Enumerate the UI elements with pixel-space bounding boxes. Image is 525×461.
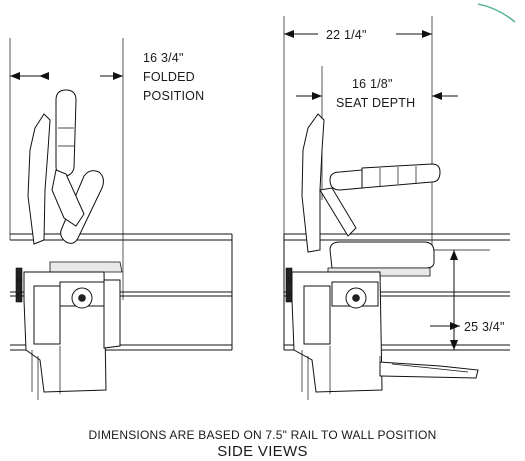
right-seat-cushion bbox=[329, 241, 435, 269]
dim-seat-depth-label: SEAT DEPTH bbox=[336, 96, 415, 110]
dim-folded-label-1: FOLDED bbox=[143, 70, 195, 84]
left-seat-base bbox=[49, 261, 123, 273]
left-armrest-upper bbox=[55, 89, 77, 177]
dim-overall-width: 22 1/4" bbox=[284, 28, 432, 42]
dim-seat-height: 25 3/4" bbox=[430, 250, 505, 350]
dim-seat-depth: 16 1/8" SEAT DEPTH bbox=[296, 77, 458, 110]
left-seat-folded bbox=[60, 170, 104, 244]
right-armrest bbox=[329, 169, 363, 191]
corner-accent-arc bbox=[477, 3, 516, 23]
dim-seat-depth-value: 16 1/8" bbox=[352, 77, 393, 91]
right-backrest bbox=[301, 113, 325, 253]
dim-overall-value: 22 1/4" bbox=[326, 28, 367, 42]
left-view-folded bbox=[9, 38, 233, 400]
dim-seat-height-value: 25 3/4" bbox=[464, 320, 505, 334]
left-backrest bbox=[27, 113, 51, 245]
dim-folded-value: 16 3/4" bbox=[143, 51, 184, 65]
left-footrest-folded bbox=[103, 279, 121, 349]
dimension-note: DIMENSIONS ARE BASED ON 7.5" RAIL TO WAL… bbox=[88, 428, 437, 442]
dim-folded-width: 16 3/4" FOLDED POSITION bbox=[10, 51, 204, 103]
right-arm-support bbox=[319, 187, 357, 237]
views-title: SIDE VIEWS bbox=[217, 443, 308, 460]
left-arm-link bbox=[51, 169, 85, 227]
dim-folded-label-2: POSITION bbox=[143, 89, 204, 103]
right-view-open bbox=[283, 16, 510, 400]
